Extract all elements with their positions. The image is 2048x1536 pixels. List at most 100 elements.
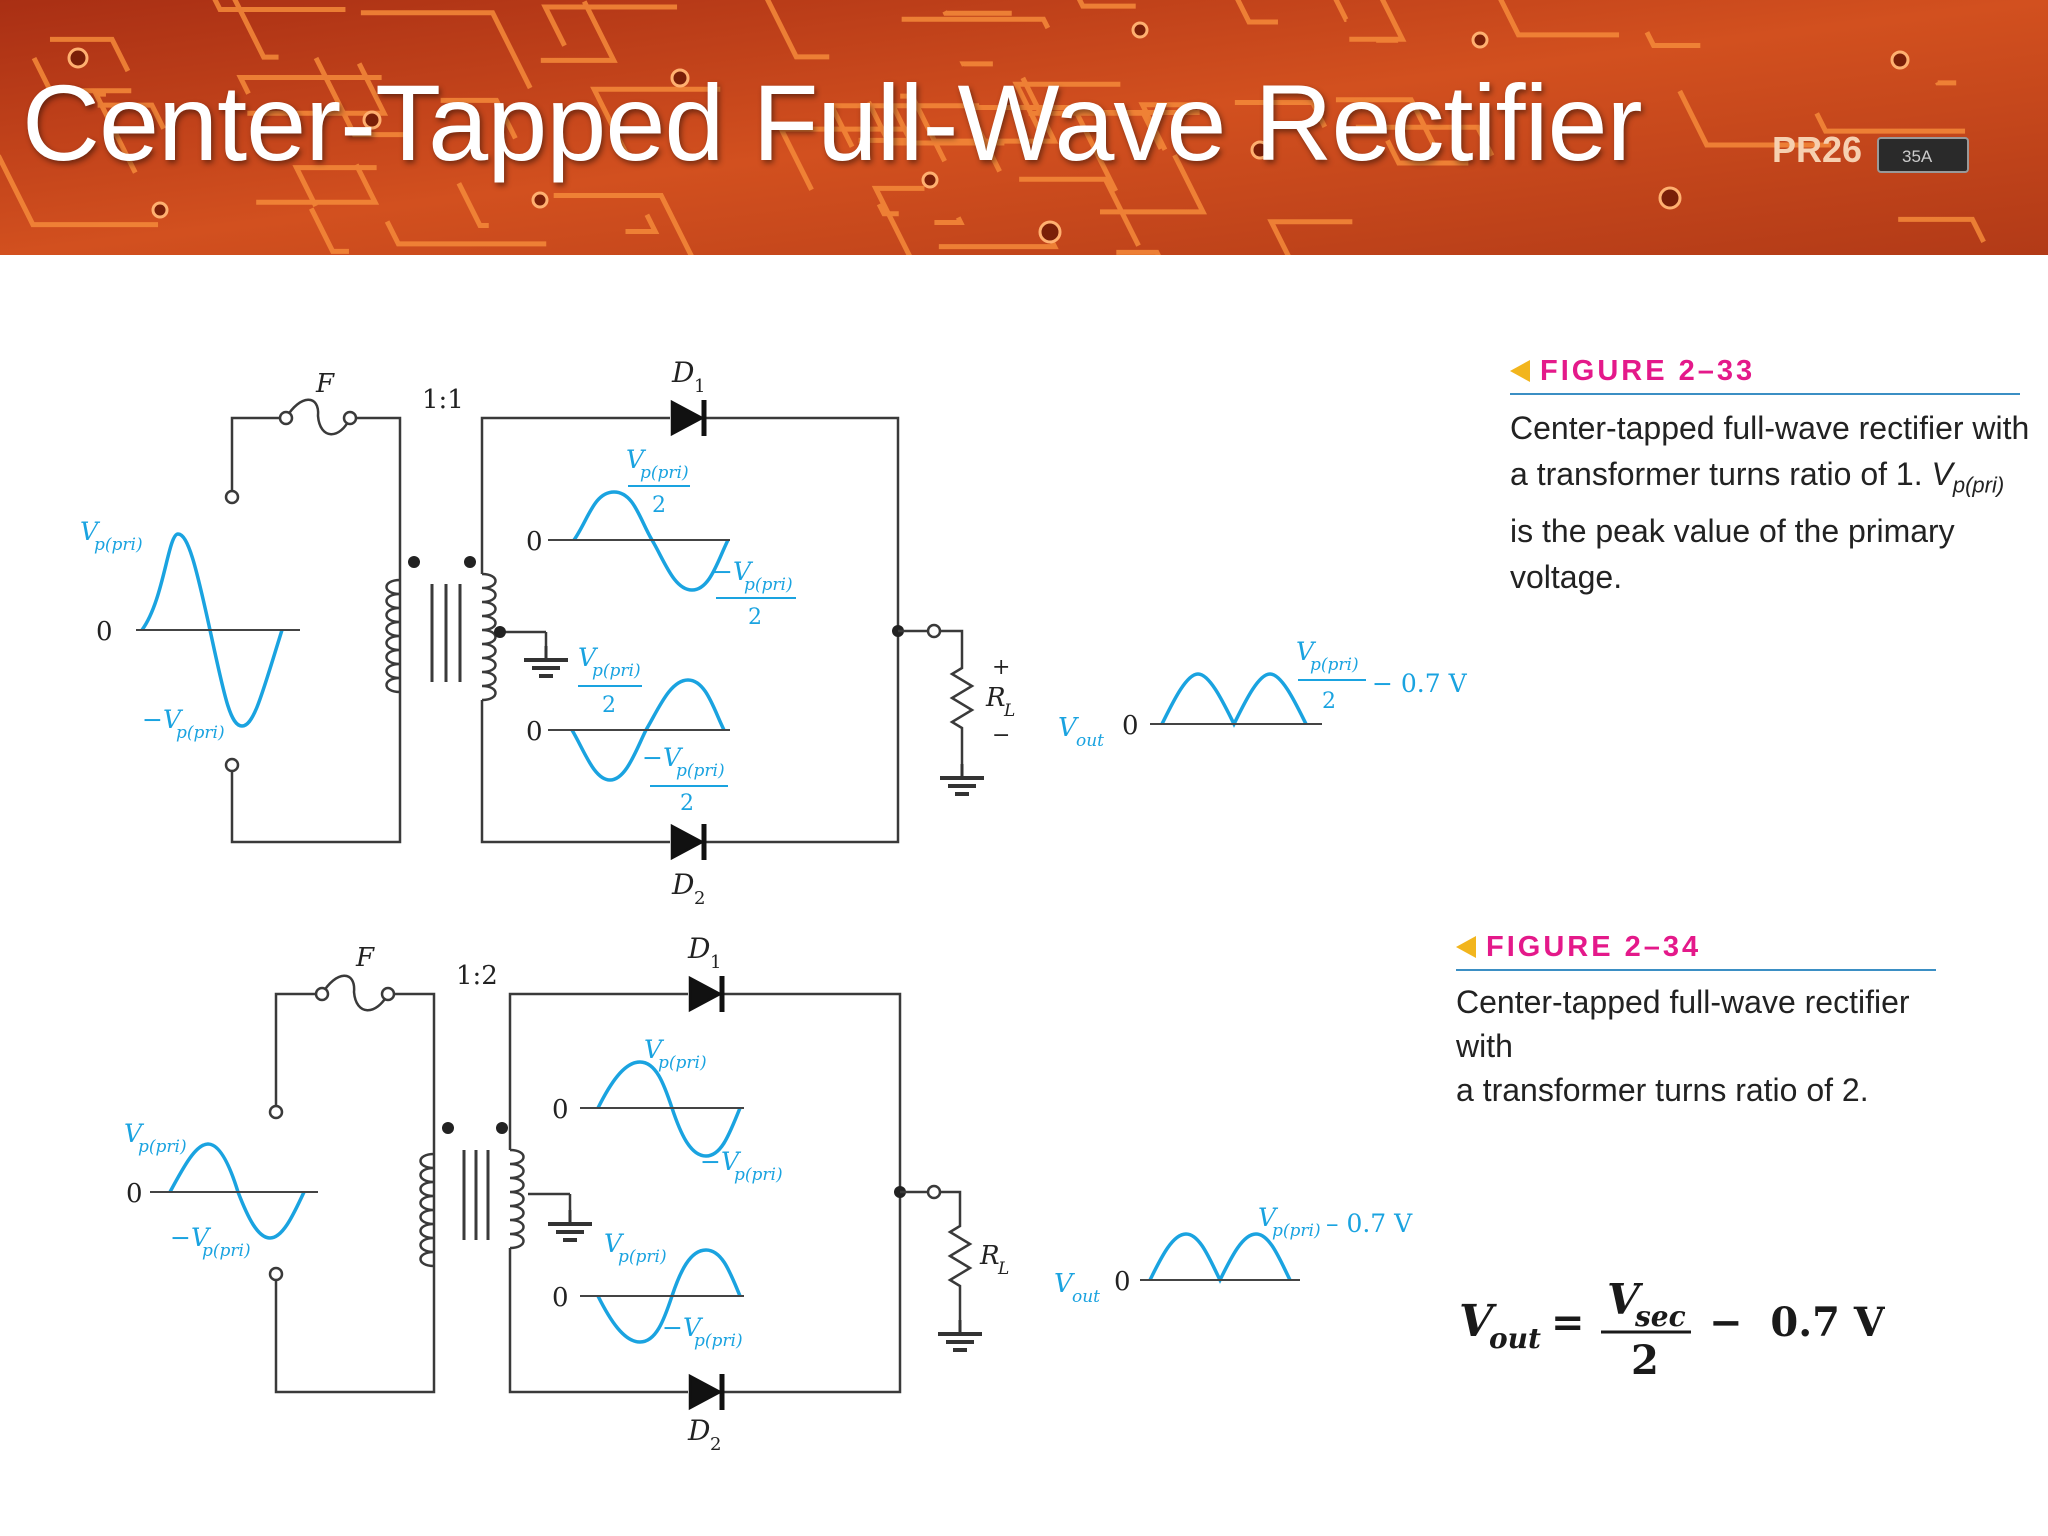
caption-line: Center-tapped full-wave rectifier with — [1456, 984, 1910, 1064]
pcb-trace — [440, 97, 518, 140]
figure-2-34-label: FIGURE 2–34 — [1456, 931, 1701, 964]
pcb-trace — [0, 154, 159, 228]
pcb-trace — [765, 0, 830, 60]
diode-d1 — [688, 975, 723, 1013]
formula-rhs: − 0.7 V — [1709, 1299, 1885, 1346]
turns-ratio-label: 1:2 — [456, 961, 498, 991]
pcb-trace — [1138, 102, 1208, 151]
output-full-wave — [1148, 1232, 1292, 1284]
load-resistor — [940, 1190, 973, 1320]
pcb-trace — [91, 91, 138, 174]
neg-vpri-label: −V — [142, 705, 184, 734]
wire — [230, 416, 402, 844]
pcb-trace — [590, 86, 721, 159]
vpri-label: V — [124, 1119, 145, 1148]
pcb-trace — [309, 207, 349, 254]
rl-label: R — [979, 1241, 1000, 1271]
pcb-trace — [360, 10, 533, 90]
wire — [274, 992, 436, 1394]
vpri-label: V — [644, 1035, 665, 1064]
triangle-marker-icon — [1510, 360, 1530, 382]
pcb-trace — [97, 102, 166, 130]
vout-label: V — [1054, 1269, 1075, 1299]
title-banner: 35A PR26 Center-Tapped Full-Wave Rectifi… — [0, 0, 2048, 255]
pcb-trace — [1234, 99, 1328, 129]
d1-label: D — [687, 932, 710, 965]
turns-ratio-label: 1:1 — [422, 385, 464, 415]
formula-numerator: V — [1607, 1275, 1644, 1324]
pcb-trace — [1385, 139, 1469, 166]
wire — [508, 1248, 688, 1394]
caption-line: a transformer turns ratio of 1. Vp(pri) — [1510, 456, 2005, 498]
pcb-trace — [256, 163, 380, 205]
pcb-trace — [777, 126, 908, 191]
minus-sign: − — [992, 723, 1010, 748]
pcb-trace — [942, 10, 1012, 16]
pcb-trace — [540, 0, 618, 63]
pcb-trace — [625, 213, 660, 234]
figure-2-34-circuit — [268, 974, 984, 1411]
denominator: 2 — [748, 605, 762, 630]
zero-label: 0 — [126, 1179, 143, 1209]
fuse-label: F — [315, 369, 335, 399]
pcb-trace — [1335, 97, 1436, 147]
primary-coil — [385, 578, 401, 694]
pcb-trace — [1028, 110, 1164, 150]
figure-2-33-labels: F 1:1 D 1 D 2 R L + − 0 0 0 0 V p(pri) −… — [80, 356, 1468, 909]
pcb-trace — [1076, 0, 1136, 9]
neg-vpri-label: −V — [712, 557, 754, 586]
fuse-terminal — [342, 410, 358, 426]
wire — [480, 700, 670, 844]
caption-symbol-sub: p(pri) — [1952, 472, 2005, 498]
diode-d1 — [670, 399, 705, 437]
figure-2-34-axes — [150, 1107, 1300, 1297]
figure-2-33-circuit — [224, 398, 986, 861]
pcb-trace — [1267, 219, 1353, 255]
pcb-trace — [1235, 0, 1278, 25]
zero-label: 0 — [96, 617, 113, 647]
output-full-wave — [1160, 672, 1308, 728]
vpri-sub: p(pri) — [94, 535, 143, 555]
neg-vpri-label: −V — [662, 1313, 704, 1342]
figure-2-34-label-text: FIGURE 2–34 — [1486, 931, 1702, 963]
pcb-trace — [49, 36, 131, 73]
caption-line: voltage. — [1510, 559, 1623, 596]
d2-sub: 2 — [710, 1434, 721, 1455]
pcb-trace — [871, 185, 925, 255]
formula-lhs: V — [1459, 1296, 1497, 1347]
vpri-sub: p(pri) — [1310, 655, 1359, 675]
denominator: 2 — [602, 693, 616, 718]
vpri-label: V — [1258, 1203, 1279, 1232]
pcb-trace — [959, 61, 993, 67]
pcb-trace — [1677, 89, 1832, 148]
vpri-label: V — [1296, 637, 1317, 666]
secondary-coil — [509, 1148, 525, 1250]
d2-label: D — [671, 868, 694, 901]
vpri-label: V — [604, 1229, 625, 1258]
pcb-trace — [1349, 0, 1407, 42]
figure-2-34-rule — [1456, 969, 1936, 971]
d1-label: D — [671, 356, 694, 389]
pcb-trace — [1333, 0, 1349, 23]
vpri-label: V — [626, 445, 647, 474]
pcb-trace — [212, 0, 346, 13]
d2-label: D — [687, 1414, 710, 1447]
pcb-marking: PR26 — [1772, 129, 1862, 170]
vout-sub: out — [1076, 731, 1104, 751]
formula-numerator-sub: sec — [1634, 1300, 1686, 1333]
plus-sign: + — [992, 655, 1010, 680]
neg-vpri-label: −V — [170, 1223, 212, 1252]
load-resistor — [940, 629, 975, 764]
caption-line: Center-tapped full-wave rectifier with — [1510, 410, 2030, 446]
pcb-trace — [1898, 216, 1986, 243]
figure-2-33-label-text: FIGURE 2–33 — [1540, 355, 1756, 387]
drop-label: – 0.7 V — [1326, 1209, 1413, 1238]
pcb-trace — [827, 103, 980, 148]
primary-coil — [419, 1152, 435, 1268]
rl-sub: L — [997, 1259, 1009, 1279]
pcb-trace — [858, 104, 915, 143]
fuse-symbol — [284, 398, 352, 436]
vpri-sub: p(pri) — [640, 463, 689, 483]
d1-sub: 1 — [694, 376, 705, 397]
pcb-trace — [900, 93, 947, 163]
